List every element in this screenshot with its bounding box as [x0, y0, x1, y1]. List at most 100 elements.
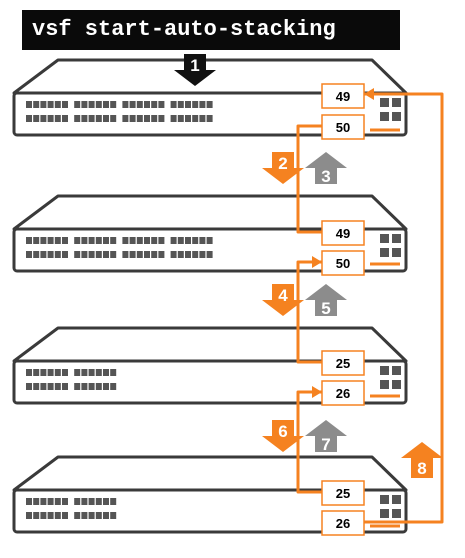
ethernet-port: [26, 383, 32, 390]
port-label: 26: [336, 516, 350, 531]
ethernet-port: [103, 115, 109, 122]
ethernet-port: [62, 251, 68, 258]
arrowhead: [364, 88, 374, 100]
ethernet-port: [81, 498, 88, 505]
ethernet-port: [47, 251, 54, 258]
ethernet-port: [62, 512, 68, 519]
ethernet-port: [40, 237, 47, 244]
port-label: 25: [336, 486, 350, 501]
sfp-port: [380, 366, 389, 375]
ethernet-port: [95, 101, 102, 108]
ethernet-port: [158, 115, 165, 122]
ethernet-port: [47, 369, 54, 376]
ethernet-port: [136, 115, 143, 122]
sfp-port: [392, 248, 401, 257]
ethernet-port: [88, 237, 95, 244]
ethernet-port: [74, 369, 81, 376]
ethernet-port: [206, 237, 213, 244]
ethernet-port: [151, 251, 158, 258]
step-3-arrow: 3: [305, 152, 347, 186]
arrowhead: [312, 256, 322, 268]
sfp-port: [380, 112, 389, 121]
ethernet-port: [40, 115, 47, 122]
ethernet-port: [110, 369, 117, 376]
ethernet-port: [110, 251, 117, 258]
ethernet-port: [136, 101, 143, 108]
ethernet-port: [110, 237, 117, 244]
step-number: 1: [190, 56, 199, 75]
ethernet-port: [122, 115, 129, 122]
step-2-arrow: 2: [262, 152, 304, 184]
ethernet-port: [81, 369, 88, 376]
ethernet-port: [170, 115, 177, 122]
port-grid: [26, 237, 213, 258]
ethernet-port: [54, 512, 61, 519]
ethernet-port: [192, 251, 199, 258]
ethernet-port: [26, 369, 32, 376]
ethernet-port: [185, 115, 191, 122]
ethernet-port: [33, 383, 40, 390]
ethernet-port: [170, 101, 177, 108]
ethernet-port: [47, 115, 54, 122]
ethernet-port: [177, 251, 184, 258]
ethernet-port: [170, 237, 177, 244]
ethernet-port: [88, 115, 95, 122]
ethernet-port: [158, 101, 165, 108]
cable-switch2-to-switch3: [296, 260, 322, 364]
ethernet-port: [199, 251, 206, 258]
ethernet-port: [81, 237, 88, 244]
arrow-up-icon: [305, 420, 347, 452]
cable-switch1-to-switch2: [296, 124, 322, 234]
ethernet-port: [62, 369, 68, 376]
ethernet-port: [144, 115, 150, 122]
port-box: [321, 83, 365, 109]
ethernet-port: [95, 369, 102, 376]
sfp-port: [392, 380, 401, 389]
ethernet-port: [54, 101, 61, 108]
step-number: 6: [278, 422, 287, 441]
ethernet-port: [103, 383, 109, 390]
ethernet-port: [74, 101, 81, 108]
stacking-cables: [296, 92, 444, 528]
step-6-arrow: 6: [262, 420, 304, 452]
ethernet-port: [103, 369, 109, 376]
port-grid: [26, 369, 117, 390]
port-label: 50: [336, 256, 350, 271]
ethernet-port: [95, 383, 102, 390]
ethernet-port: [33, 115, 40, 122]
command-text: vsf start-auto-stacking: [32, 17, 336, 42]
ethernet-port: [199, 237, 206, 244]
sfp-port: [380, 98, 389, 107]
ethernet-port: [54, 115, 61, 122]
ethernet-port: [192, 237, 199, 244]
ethernet-port: [33, 498, 40, 505]
port-box: [321, 510, 365, 536]
ethernet-port: [110, 383, 117, 390]
ethernet-port: [74, 237, 81, 244]
ethernet-port: [185, 251, 191, 258]
arrow-down-icon: [262, 284, 304, 316]
step-number: 7: [321, 435, 330, 454]
ethernet-port: [144, 237, 150, 244]
ethernet-port: [103, 512, 109, 519]
ethernet-port: [81, 251, 88, 258]
ethernet-port: [26, 512, 32, 519]
ethernet-port: [54, 498, 61, 505]
ethernet-port: [40, 512, 47, 519]
ethernet-port: [47, 512, 54, 519]
port-box: [321, 480, 365, 506]
ethernet-port: [129, 115, 136, 122]
ethernet-port: [33, 369, 40, 376]
ethernet-port: [158, 251, 165, 258]
ethernet-port: [151, 237, 158, 244]
ethernet-port: [62, 383, 68, 390]
ethernet-port: [151, 101, 158, 108]
ethernet-port: [122, 251, 129, 258]
ethernet-port: [81, 101, 88, 108]
sfp-port: [392, 112, 401, 121]
ethernet-port: [129, 237, 136, 244]
ethernet-port: [33, 512, 40, 519]
port-label: 26: [336, 386, 350, 401]
ethernet-port: [95, 237, 102, 244]
